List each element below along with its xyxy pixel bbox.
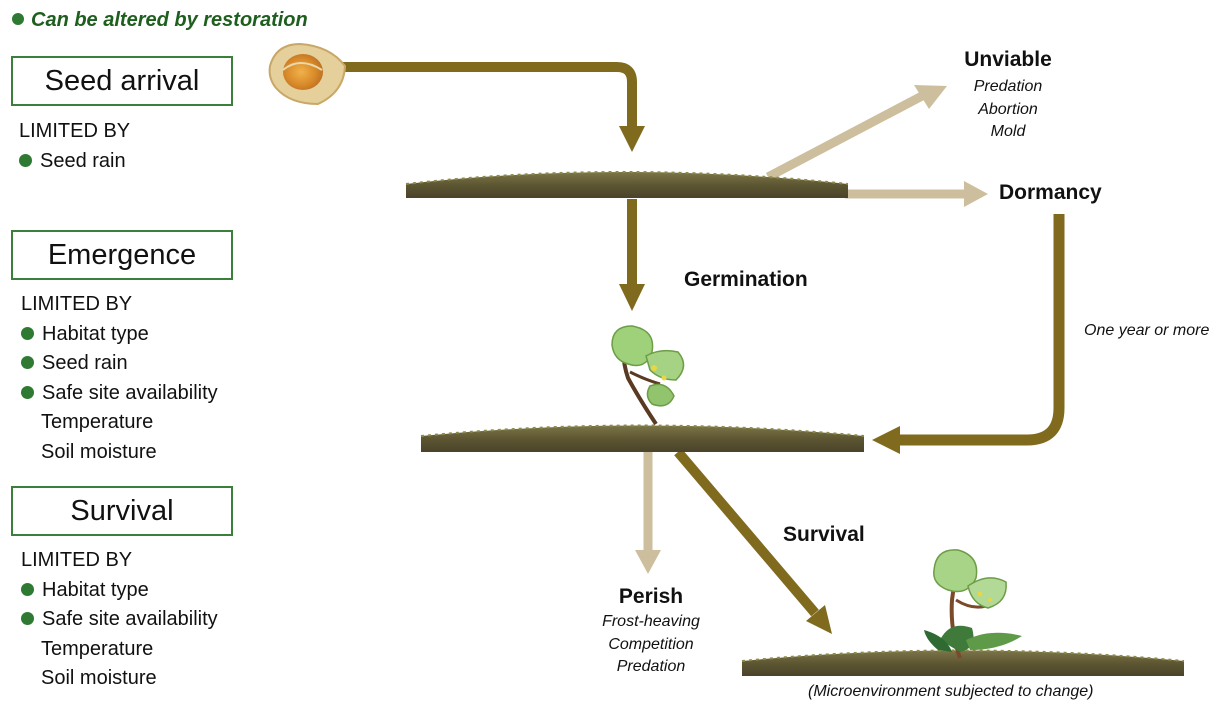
soil-strip-icon (406, 172, 848, 198)
soil-strip-icon (421, 426, 864, 453)
arrow-germination (619, 199, 645, 311)
cause-item: Abortion (948, 99, 1068, 122)
grown-plant-icon (924, 550, 1022, 658)
seed-pod-icon (270, 44, 345, 104)
unviable-label: Unviable (948, 48, 1068, 72)
unviable-causes: Predation Abortion Mold (948, 76, 1068, 144)
cause-item: Predation (948, 76, 1068, 99)
cause-item: Mold (948, 121, 1068, 144)
dormancy-return-label: One year or more (1084, 322, 1209, 340)
arrow-to-unviable (768, 85, 947, 177)
soil-strip-icon (742, 651, 1184, 677)
arrow-seed-arrival (338, 67, 645, 152)
perish-label: Perish (591, 585, 711, 609)
germination-label: Germination (684, 268, 808, 292)
microenvironment-caption: (Microenvironment subjected to change) (808, 683, 1093, 701)
seedling-icon (612, 326, 684, 424)
arrow-to-dormancy (845, 181, 988, 207)
arrow-to-perish (635, 450, 661, 574)
survival-label: Survival (783, 523, 865, 547)
cause-item: Competition (581, 634, 721, 657)
cause-item: Predation (581, 656, 721, 679)
cause-item: Frost-heaving (581, 611, 721, 634)
perish-causes: Frost-heaving Competition Predation (581, 611, 721, 679)
dormancy-label: Dormancy (999, 181, 1102, 205)
arrow-dormancy-return (872, 214, 1059, 454)
